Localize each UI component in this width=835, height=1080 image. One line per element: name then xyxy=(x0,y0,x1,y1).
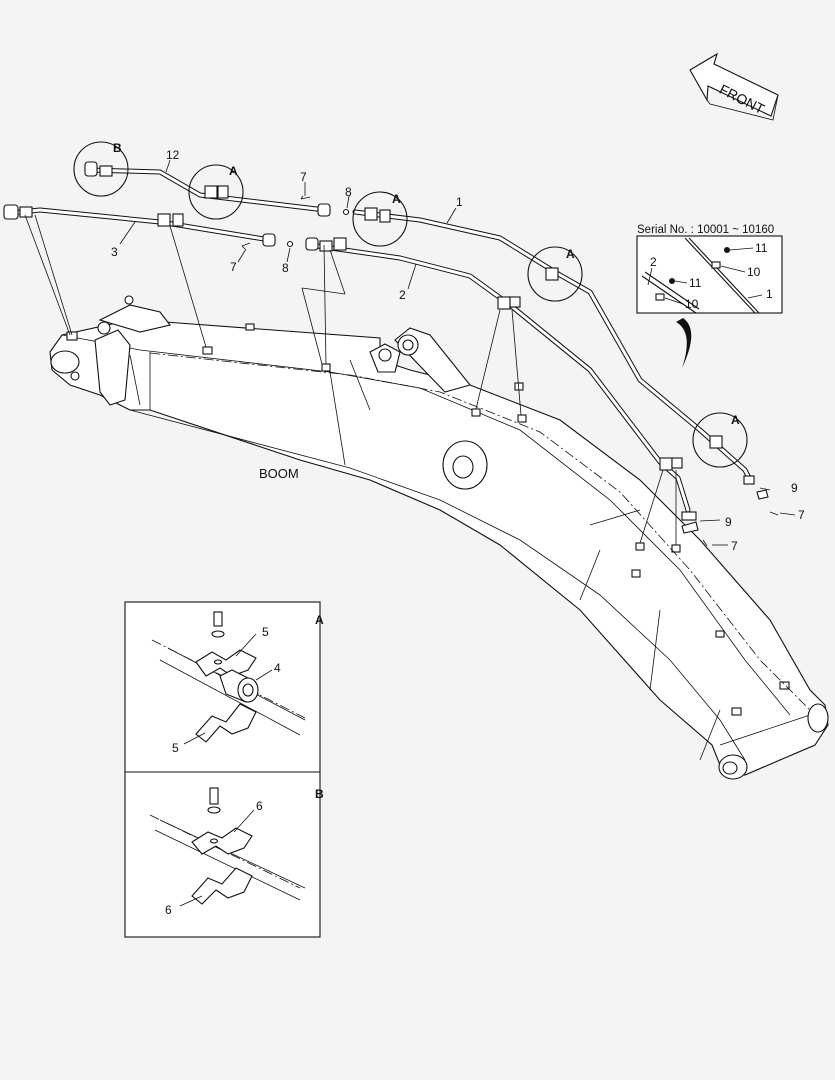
callout-3: 3 xyxy=(111,245,118,259)
serial-callout-10a: 10 xyxy=(747,265,761,279)
callout-7b: 7 xyxy=(230,260,237,274)
detail-a-callout-5b: 5 xyxy=(172,741,179,755)
end-fittings xyxy=(241,195,779,547)
detail-b-label: B xyxy=(315,787,324,801)
callout-8b: 8 xyxy=(282,261,289,275)
detail-a-callout-5a: 5 xyxy=(262,625,269,639)
detail-a-drawing: 5 4 5 xyxy=(151,611,306,755)
callout-9b: 9 xyxy=(725,515,732,529)
serial-callout-11b: 11 xyxy=(689,276,702,290)
callout-letter-b: B xyxy=(113,141,122,155)
detail-b-callout-6b: 6 xyxy=(165,903,172,917)
detail-b-callout-6a: 6 xyxy=(256,799,263,813)
callout-letter-a1: A xyxy=(229,164,238,178)
serial-callout-2: 2 xyxy=(650,255,657,269)
callout-12: 12 xyxy=(166,148,180,162)
front-arrow: FRONT xyxy=(689,52,779,121)
pipe-3 xyxy=(3,204,276,247)
callout-9a: 9 xyxy=(791,481,798,495)
callout-letter-a4: A xyxy=(731,413,740,427)
part-labels: 12 3 7 8 1 7 8 2 9 7 9 7 xyxy=(111,148,805,553)
pipe-1 xyxy=(352,207,755,485)
callout-1: 1 xyxy=(456,195,463,209)
serial-callout-10b: 10 xyxy=(685,297,699,311)
serial-number-label: Serial No. : 10001 ~ 10160 xyxy=(637,224,774,236)
detail-a-callout-4: 4 xyxy=(274,661,281,675)
serial-detail-box: Serial No. : 10001 ~ 10160 11 10 11 10 2… xyxy=(636,224,783,368)
serial-callout-11a: 11 xyxy=(755,241,768,255)
callout-7a: 7 xyxy=(300,170,307,184)
pipe-12 xyxy=(84,161,331,217)
callout-letter-a3: A xyxy=(566,247,575,261)
callout-7d: 7 xyxy=(731,539,738,553)
leader-lines xyxy=(24,159,796,546)
pipe-2 xyxy=(305,237,697,521)
detail-a-label: A xyxy=(315,613,324,627)
callout-8a: 8 xyxy=(345,185,352,199)
boom-body: BOOM xyxy=(49,295,829,780)
serial-callout-1: 1 xyxy=(766,287,773,301)
detail-b-drawing: 6 6 xyxy=(149,787,306,917)
callout-7c: 7 xyxy=(798,508,805,522)
callout-letter-a2: A xyxy=(392,192,401,206)
callout-2: 2 xyxy=(399,288,406,302)
callout-circles: B A A A A xyxy=(73,141,748,468)
boom-label: BOOM xyxy=(259,466,299,481)
detail-panel: A B 5 4 5 xyxy=(124,601,324,938)
